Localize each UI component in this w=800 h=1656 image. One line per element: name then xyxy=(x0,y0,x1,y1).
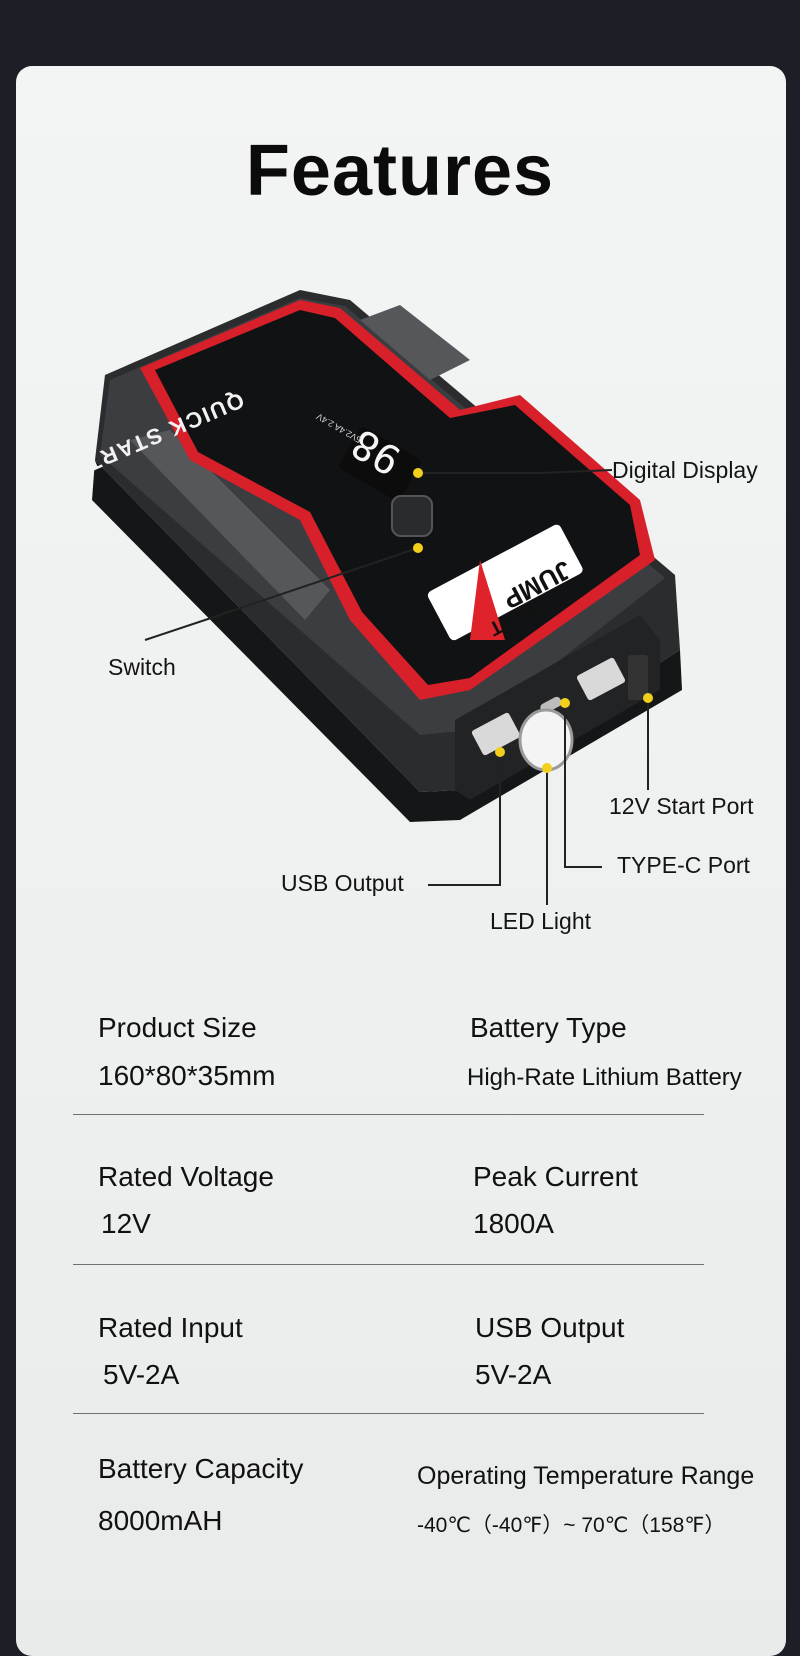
spec-value-battery-capacity: 8000mAH xyxy=(98,1505,223,1536)
callout-led-light: LED Light xyxy=(490,908,592,934)
callout-usb-output: USB Output xyxy=(281,870,404,896)
spec-label-rated-voltage: Rated Voltage xyxy=(98,1161,274,1192)
power-switch xyxy=(391,495,433,537)
spec-divider xyxy=(73,1114,704,1115)
callout-type-c-port: TYPE-C Port xyxy=(617,852,750,878)
spec-label-operating-temperature: Operating Temperature Range xyxy=(417,1462,755,1490)
callout-digital-display: Digital Display xyxy=(612,457,758,483)
spec-label-battery-capacity: Battery Capacity xyxy=(98,1453,304,1484)
page-title: Features xyxy=(245,131,555,211)
spec-label-peak-current: Peak Current xyxy=(473,1161,638,1192)
callout-lines xyxy=(144,469,649,905)
spec-value-peak-current: 1800A xyxy=(473,1208,554,1239)
spec-value-usb-output: 5V-2A xyxy=(475,1359,552,1390)
spec-divider xyxy=(73,1264,704,1265)
port-panel xyxy=(455,615,660,800)
callout-switch: Switch xyxy=(108,654,176,680)
spec-value-battery-type: High-Rate Lithium Battery xyxy=(467,1064,742,1091)
spec-label-rated-input: Rated Input xyxy=(98,1312,243,1343)
spec-value-rated-input: 5V-2A xyxy=(103,1359,180,1390)
jump-starter-illustration: QUICK START 98 5V2.4A 2.4V JUMP START xyxy=(80,290,682,905)
spec-divider xyxy=(73,1413,704,1414)
spec-value-product-size: 160*80*35mm xyxy=(98,1060,276,1091)
spec-label-usb-output: USB Output xyxy=(475,1312,625,1343)
spec-value-operating-temperature: -40℃（-40℉）~ 70℃（158℉） xyxy=(417,1514,726,1537)
callout-dots xyxy=(413,468,653,773)
spec-label-battery-type: Battery Type xyxy=(470,1012,627,1043)
callout-12v-start-port: 12V Start Port xyxy=(609,793,754,819)
spec-label-product-size: Product Size xyxy=(98,1012,257,1043)
spec-value-rated-voltage: 12V xyxy=(101,1208,151,1239)
